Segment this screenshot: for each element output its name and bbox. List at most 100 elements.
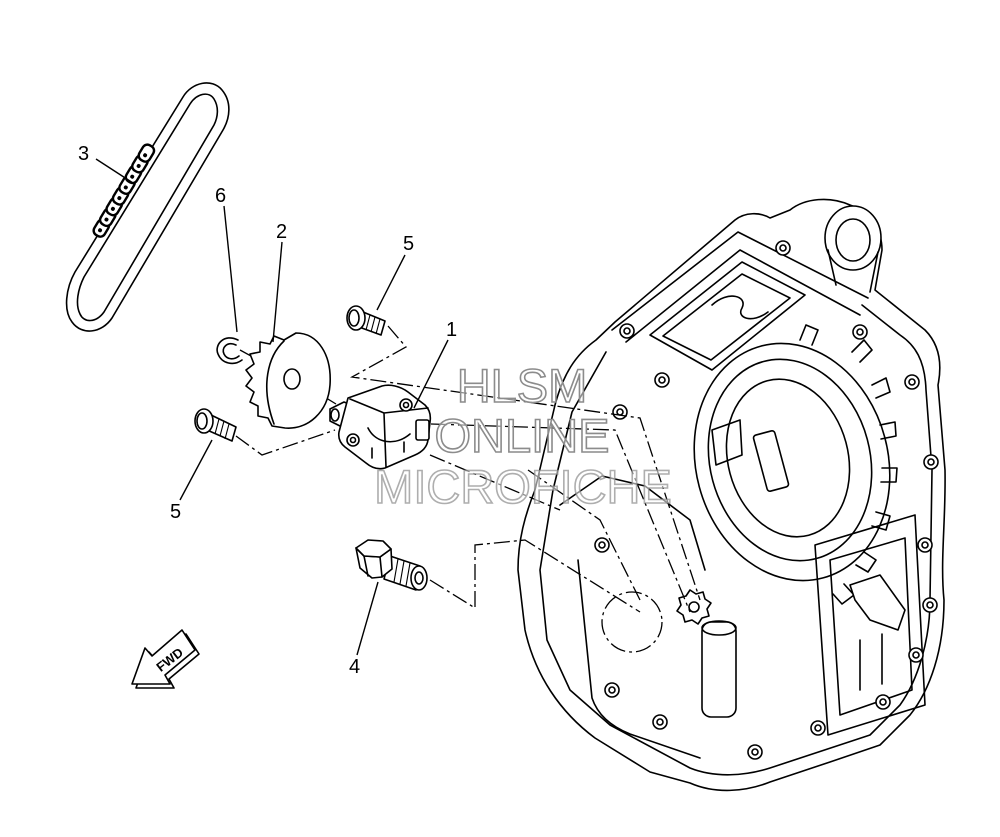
fwd-arrow-shape	[131, 629, 196, 685]
assembly-line-bolt-lower	[235, 429, 336, 456]
pump-strap	[367, 427, 411, 459]
callout-part-1: 1	[446, 319, 457, 341]
fitting-end	[410, 565, 428, 591]
shift-drum-boss-top	[701, 620, 737, 636]
bolt-hole-rim	[923, 454, 939, 470]
bolt-hole-bore	[912, 651, 920, 659]
bolt-hole-bore	[751, 748, 759, 756]
chain-links	[92, 143, 156, 238]
watermark: HLSM ONLINE MICROFICHE	[373, 358, 672, 514]
crankcase	[517, 198, 946, 792]
pump-body-edges	[349, 398, 429, 468]
sprocket-center-hole	[283, 368, 301, 390]
lower-cavity-wall	[577, 559, 701, 759]
bolt-hole	[922, 597, 938, 613]
fwd-arrow: FWD	[131, 629, 200, 689]
bolt-lower	[194, 408, 237, 442]
bolt-hole-bore	[908, 378, 916, 386]
bolt-hole	[852, 324, 868, 340]
cylinder-stud-bore	[835, 218, 871, 262]
pump-outlet	[415, 419, 430, 441]
bolt-hole	[875, 694, 891, 710]
circlip-outer	[216, 337, 243, 365]
bolt-hole	[619, 323, 635, 339]
bolt-hole	[594, 537, 610, 553]
chain-loop-inner	[76, 93, 219, 322]
assembly-line-bolt-upper	[349, 325, 701, 601]
deck-window-inner	[662, 273, 791, 361]
bolt-hole-bore	[658, 376, 666, 384]
pump-bolt-hole	[402, 401, 410, 409]
bolt-hole	[652, 714, 668, 730]
bolt-hole-rim	[810, 720, 826, 736]
oil-pump-mount-area	[601, 591, 663, 653]
bolt-hole-rim	[922, 597, 938, 613]
leader-part-2	[272, 241, 283, 343]
sprocket-face-edge	[266, 340, 285, 425]
bolt-hole-rim	[904, 374, 920, 390]
circlip-inner	[222, 343, 240, 360]
chain-pin	[130, 174, 135, 179]
leader-part-4	[356, 581, 379, 656]
fitting-bore	[414, 571, 424, 585]
bolt-hole-bore	[879, 698, 887, 706]
bolt-hole	[654, 372, 670, 388]
bolt-hole-bore	[598, 541, 606, 549]
bolt-hole-bore	[623, 327, 631, 335]
crankcase-deck-inner-edge	[625, 249, 861, 343]
oil-pump-drive-gear-hub	[688, 601, 700, 613]
leader-part-1	[413, 339, 449, 409]
bolt-hole-bore	[927, 458, 935, 466]
bolt-threads	[365, 314, 381, 335]
callout-leaders	[95, 158, 449, 656]
chain-pin	[98, 228, 103, 233]
bolt-holes	[594, 240, 939, 760]
bolt-hole-rim	[875, 694, 891, 710]
clutch-housing-ring	[693, 342, 891, 582]
callout-part-5-lower: 5	[170, 501, 181, 523]
leader-part-5-lower	[179, 439, 213, 501]
fitting-threads	[393, 558, 411, 587]
gearbox-wall-inner	[829, 537, 913, 716]
bore-shaft-slot	[752, 430, 790, 492]
bolt-head-face	[196, 412, 208, 430]
assembly-line-pump	[430, 423, 691, 613]
pump-bolt-boss	[346, 433, 360, 447]
callout-numbers: 3 6 2 5 1 5 4	[78, 143, 457, 678]
bearing-bore-inner	[725, 378, 851, 538]
assembly-line-fitting	[429, 539, 641, 613]
left-inner-wall	[559, 475, 706, 571]
deck-oil-slot	[711, 295, 769, 320]
bolt-hole-bore	[921, 541, 929, 549]
bolt-hole-bore	[779, 244, 787, 252]
bolt-hole-rim	[594, 537, 610, 553]
bolt-hole-bore	[856, 328, 864, 336]
leader-part-6	[223, 205, 238, 333]
bolt-hole-bore	[608, 686, 616, 694]
circlip	[216, 337, 243, 365]
bolt-hole-bore	[926, 601, 934, 609]
bolt-hole	[923, 454, 939, 470]
bolt-hole-rim	[652, 714, 668, 730]
bolt-hole-rim	[612, 404, 628, 420]
bolt-threads	[214, 418, 230, 440]
bolt-hole	[747, 744, 763, 760]
bolt-head-face	[348, 309, 360, 327]
leader-part-5-upper	[376, 254, 406, 311]
oil-fitting	[355, 539, 428, 591]
watermark-line-1: HLSM	[457, 359, 588, 412]
bolt-hole	[810, 720, 826, 736]
callout-part-4: 4	[349, 656, 360, 678]
bolt-hole	[775, 240, 791, 256]
bolt-hole	[917, 537, 933, 553]
bolt-upper	[346, 305, 386, 336]
chain-pin	[110, 206, 115, 211]
pump-bolt-hole	[349, 436, 357, 444]
bolt-hole-rim	[747, 744, 763, 760]
callout-part-6: 6	[215, 185, 226, 207]
bolt-hole-bore	[656, 718, 664, 726]
crankcase-flange-inner-edge	[539, 304, 933, 776]
bolt-hole-rim	[604, 682, 620, 698]
watermark-line-3: MICROFICHE	[374, 460, 672, 513]
